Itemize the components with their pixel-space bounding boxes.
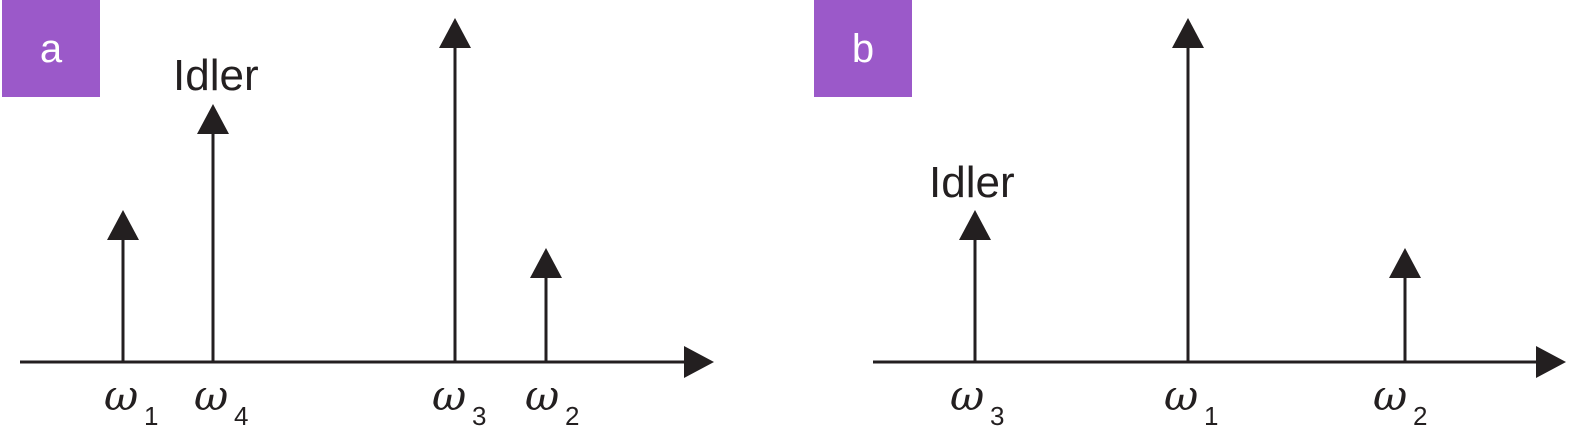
omega-subscript: 4 — [234, 401, 248, 431]
panel-b-axis-arrowhead — [1536, 346, 1566, 378]
omega-label: ω — [525, 371, 559, 420]
omega-label: ω — [432, 371, 466, 420]
omega-subscript: 2 — [565, 401, 579, 431]
panel-a-badge — [2, 0, 100, 97]
panel-b-badge-label: b — [852, 27, 874, 71]
panel-a-line-omega4-idler: ω 4 — [194, 104, 248, 431]
omega-label: ω — [950, 371, 984, 420]
omega-subscript: 3 — [990, 401, 1004, 431]
panel-b-badge — [814, 0, 912, 97]
omega-label: ω — [194, 371, 228, 420]
panel-a-line-omega2: ω 2 — [525, 248, 579, 431]
panel-b-line-omega3-idler: ω 3 — [950, 210, 1004, 431]
omega-label: ω — [1373, 371, 1407, 420]
omega-label: ω — [104, 371, 138, 420]
panel-b-line-omega1: ω 1 — [1164, 18, 1218, 431]
omega-subscript: 3 — [472, 401, 486, 431]
panel-a-line-omega3: ω 3 — [432, 18, 486, 431]
omega-subscript: 2 — [1413, 401, 1427, 431]
omega-subscript: 1 — [1204, 401, 1218, 431]
panel-b-line-omega2: ω 2 — [1373, 248, 1427, 431]
panel-a-line-omega1: ω 1 — [104, 210, 158, 431]
panel-a-idler-label: Idler — [173, 51, 259, 100]
panel-a-badge-label: a — [40, 27, 63, 71]
panel-b-idler-label: Idler — [929, 158, 1015, 207]
omega-subscript: 1 — [144, 401, 158, 431]
panel-b: b Idler ω 3 ω 1 ω 2 — [814, 0, 1566, 431]
omega-label: ω — [1164, 371, 1198, 420]
panel-a-axis-arrowhead — [684, 346, 714, 378]
panel-a: a Idler ω 1 ω 4 ω 3 ω 2 — [2, 0, 714, 431]
